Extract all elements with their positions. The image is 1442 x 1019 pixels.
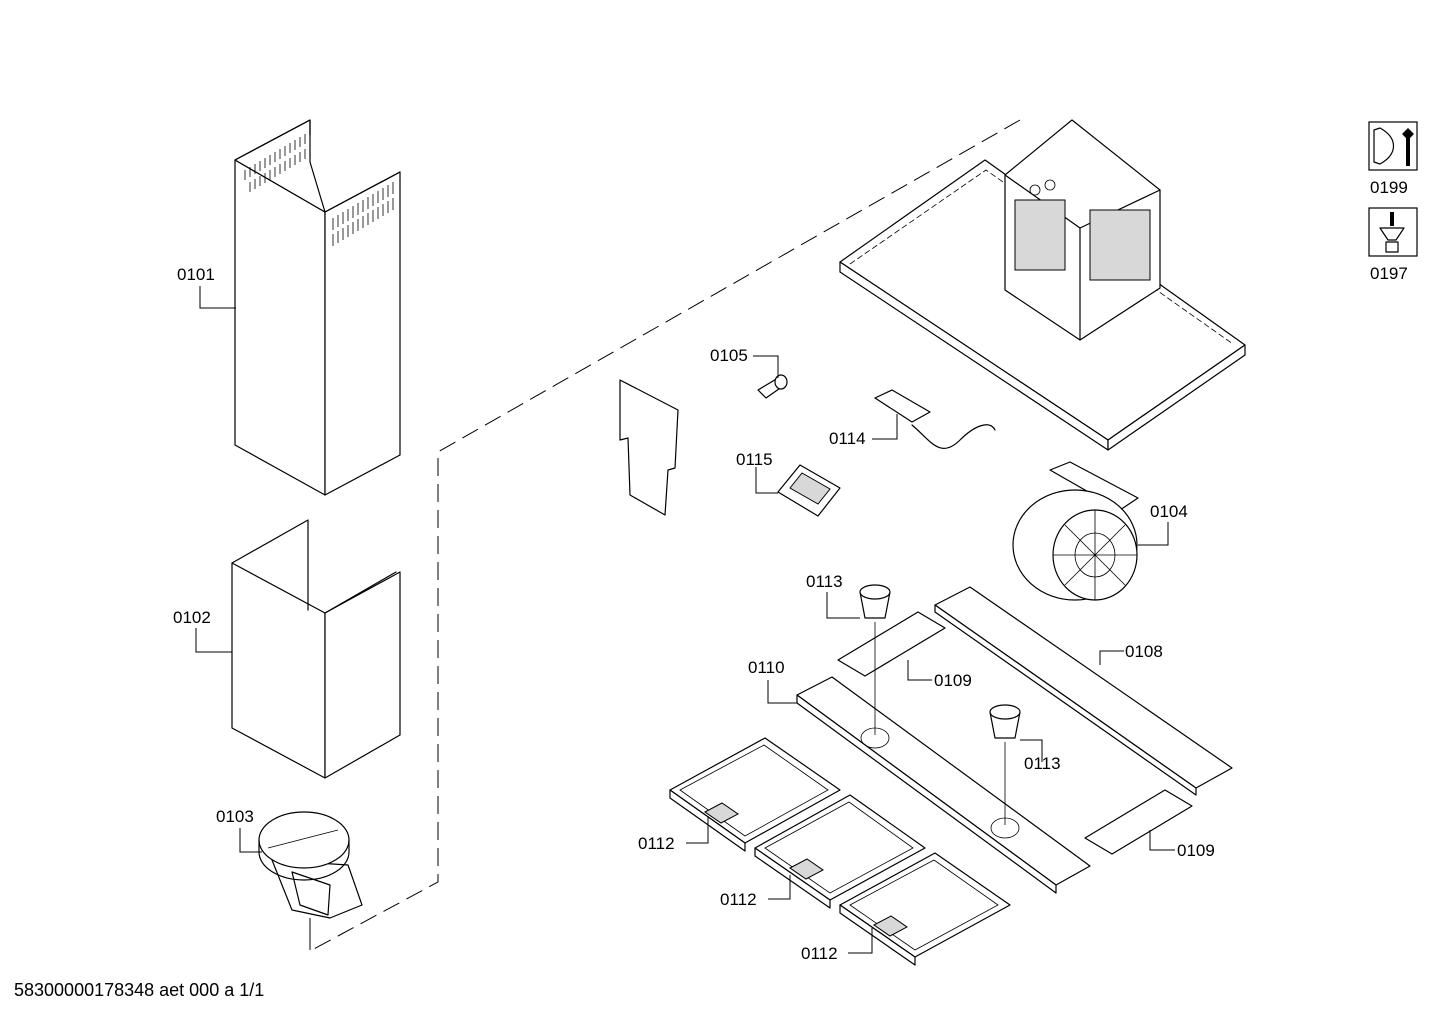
label-0114: 0114 — [829, 429, 866, 448]
label-0104: 0104 — [1150, 502, 1188, 521]
part-labels: 0101 0102 0103 0104 0105 0108 0109 0109 … — [173, 265, 1215, 963]
control-bracket — [619, 379, 679, 516]
label-0105: 0105 — [710, 346, 748, 365]
part-0113-lamp-upper[interactable] — [859, 584, 891, 735]
label-0112-second: 0112 — [720, 890, 757, 909]
label-0113-lower: 0113 — [1024, 754, 1061, 773]
part-0114-light-module[interactable] — [874, 389, 996, 449]
part-0104-fan-motor[interactable] — [1012, 461, 1139, 601]
legend-screw-item[interactable]: 0197 — [1368, 207, 1418, 283]
label-0197: 0197 — [1370, 264, 1408, 283]
part-0109-end-plate-upper[interactable] — [837, 611, 946, 677]
part-0109-end-plate-lower[interactable] — [1084, 789, 1193, 855]
part-0112-grease-filter-3[interactable] — [839, 852, 1011, 966]
legend-tools-item[interactable]: 0199 — [1368, 121, 1418, 197]
part-0101-upper-chimney[interactable] — [234, 119, 401, 496]
leader-lines — [195, 286, 1175, 954]
label-0110: 0110 — [748, 658, 785, 677]
label-0199: 0199 — [1370, 178, 1408, 197]
label-0112-third: 0112 — [801, 944, 838, 963]
part-0102-lower-chimney[interactable] — [231, 519, 401, 779]
part-0115-control-board[interactable] — [777, 464, 841, 517]
label-0109-lower: 0109 — [1177, 841, 1215, 860]
label-0101: 0101 — [177, 265, 215, 284]
assembly-guide-line — [311, 119, 1021, 951]
part-0110-filter-frame[interactable] — [796, 676, 1091, 894]
label-0113-upper: 0113 — [806, 572, 843, 591]
part-0105-capacitor[interactable] — [757, 374, 788, 399]
part-0113-lamp-lower[interactable] — [989, 704, 1021, 825]
part-0112-grease-filter-2[interactable] — [754, 794, 926, 909]
label-0108: 0108 — [1125, 642, 1163, 661]
main-hood-body — [839, 119, 1246, 451]
part-0108-filter-cover-long[interactable] — [934, 586, 1233, 796]
document-id: 58300000178348 aet 000 a 1/1 — [14, 980, 265, 1000]
label-0102: 0102 — [173, 608, 211, 627]
label-0115: 0115 — [736, 450, 773, 469]
part-0103-air-outlet[interactable] — [258, 811, 363, 919]
label-0103: 0103 — [216, 807, 254, 826]
label-0109-upper: 0109 — [934, 671, 972, 690]
label-0112-first: 0112 — [638, 834, 675, 853]
